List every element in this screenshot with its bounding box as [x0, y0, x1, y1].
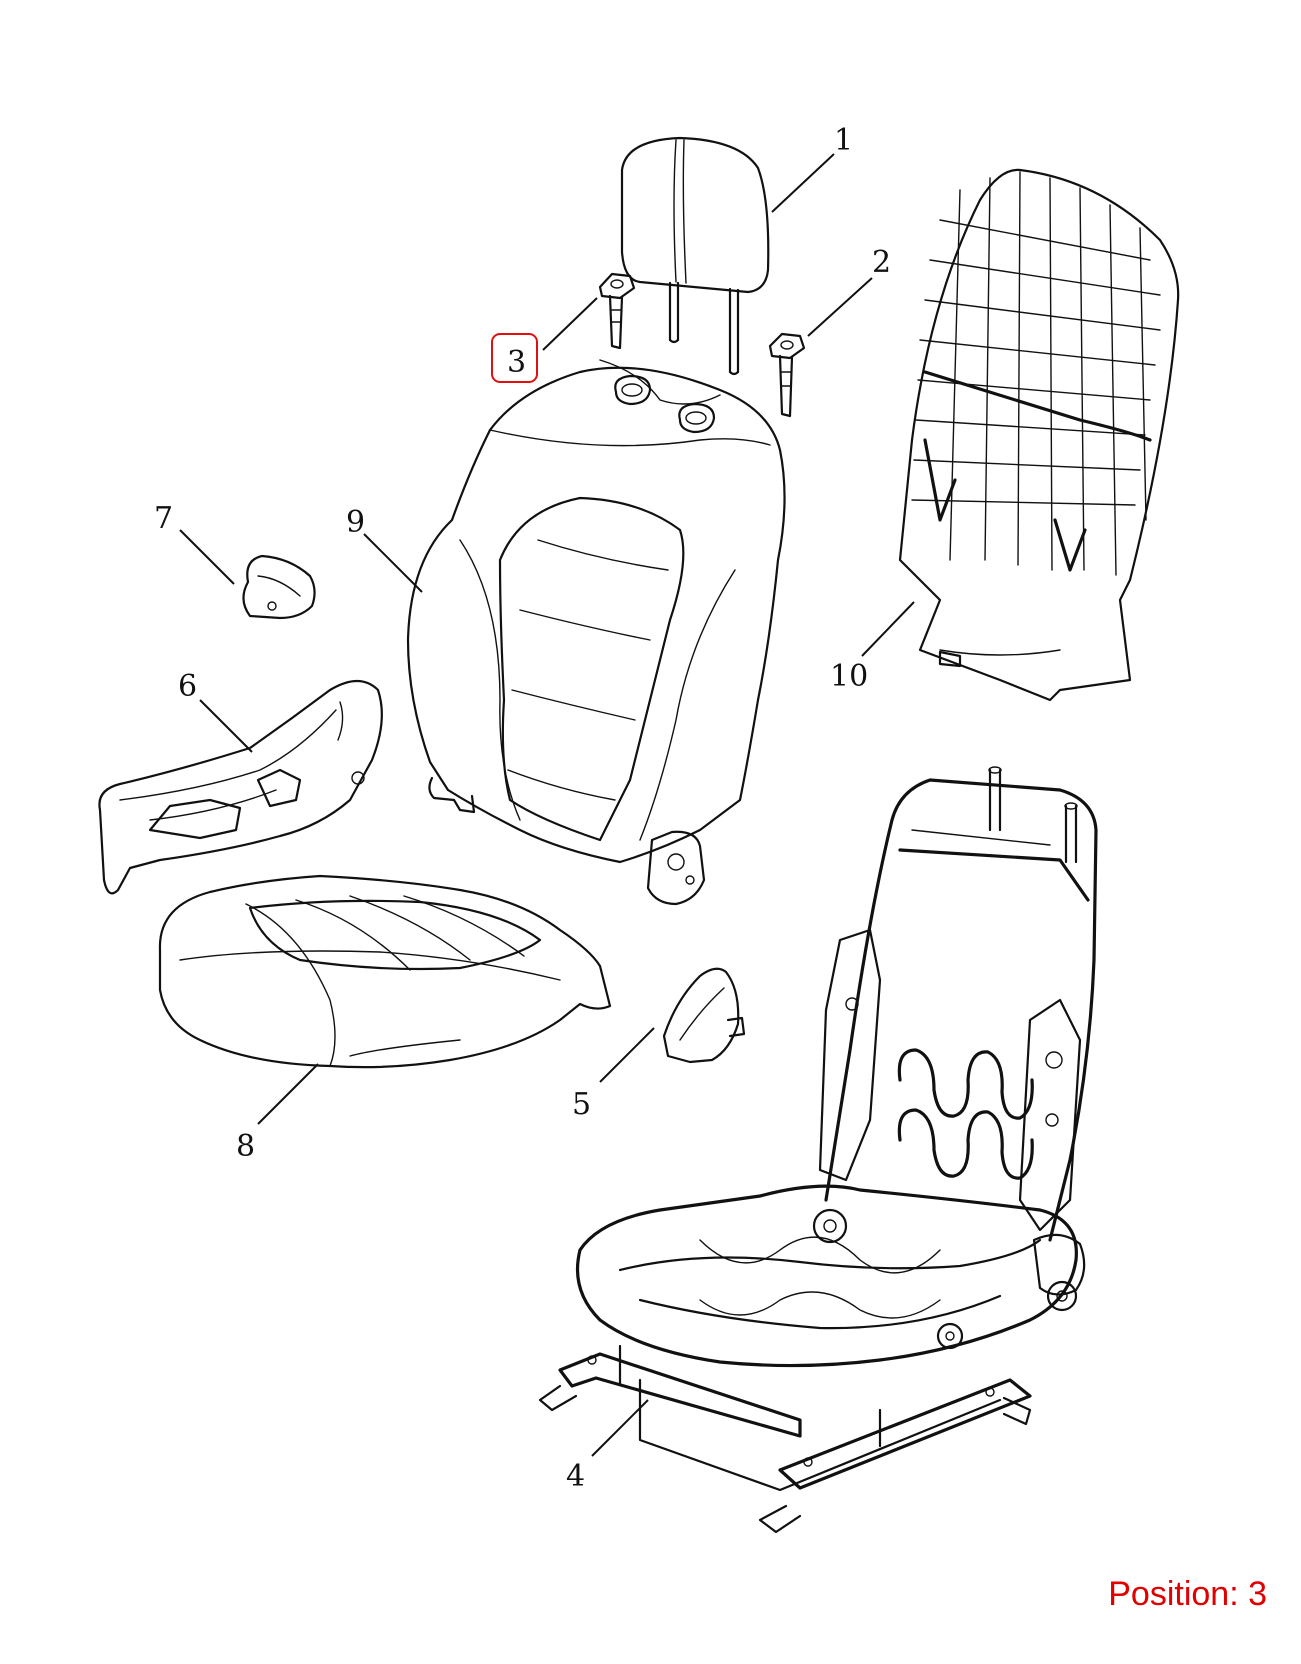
position-label: Position: 3 — [1108, 1575, 1267, 1613]
callout-1[interactable]: 1 — [834, 123, 853, 158]
callout-10[interactable]: 10 — [830, 659, 868, 694]
part-guide-sleeve-right[interactable] — [768, 332, 806, 418]
part-seat-cushion[interactable] — [158, 874, 612, 1069]
callout-9[interactable]: 9 — [346, 505, 365, 540]
part-backrest-pad[interactable] — [406, 359, 786, 906]
part-headrest[interactable] — [620, 136, 770, 376]
callout-5[interactable]: 5 — [572, 1087, 591, 1122]
part-side-cover[interactable] — [662, 967, 746, 1064]
callout-8[interactable]: 8 — [236, 1129, 255, 1164]
part-side-shield[interactable] — [98, 679, 383, 895]
callout-7[interactable]: 7 — [154, 501, 173, 536]
part-guide-sleeve-left[interactable] — [598, 272, 636, 350]
part-trim-cap[interactable] — [242, 554, 316, 620]
callout-labels: 1 2 3 4 5 6 7 8 9 10 — [154, 123, 891, 1494]
callout-4[interactable]: 4 — [566, 1459, 585, 1494]
callout-6[interactable]: 6 — [178, 669, 197, 704]
callout-2[interactable]: 2 — [872, 245, 891, 280]
callout-3-highlight — [491, 333, 538, 383]
part-lumbar-mat[interactable] — [898, 168, 1180, 702]
callout-3[interactable]: 3 — [507, 345, 526, 380]
leader-lines — [179, 153, 915, 1457]
part-seat-frame[interactable] — [538, 766, 1098, 1534]
